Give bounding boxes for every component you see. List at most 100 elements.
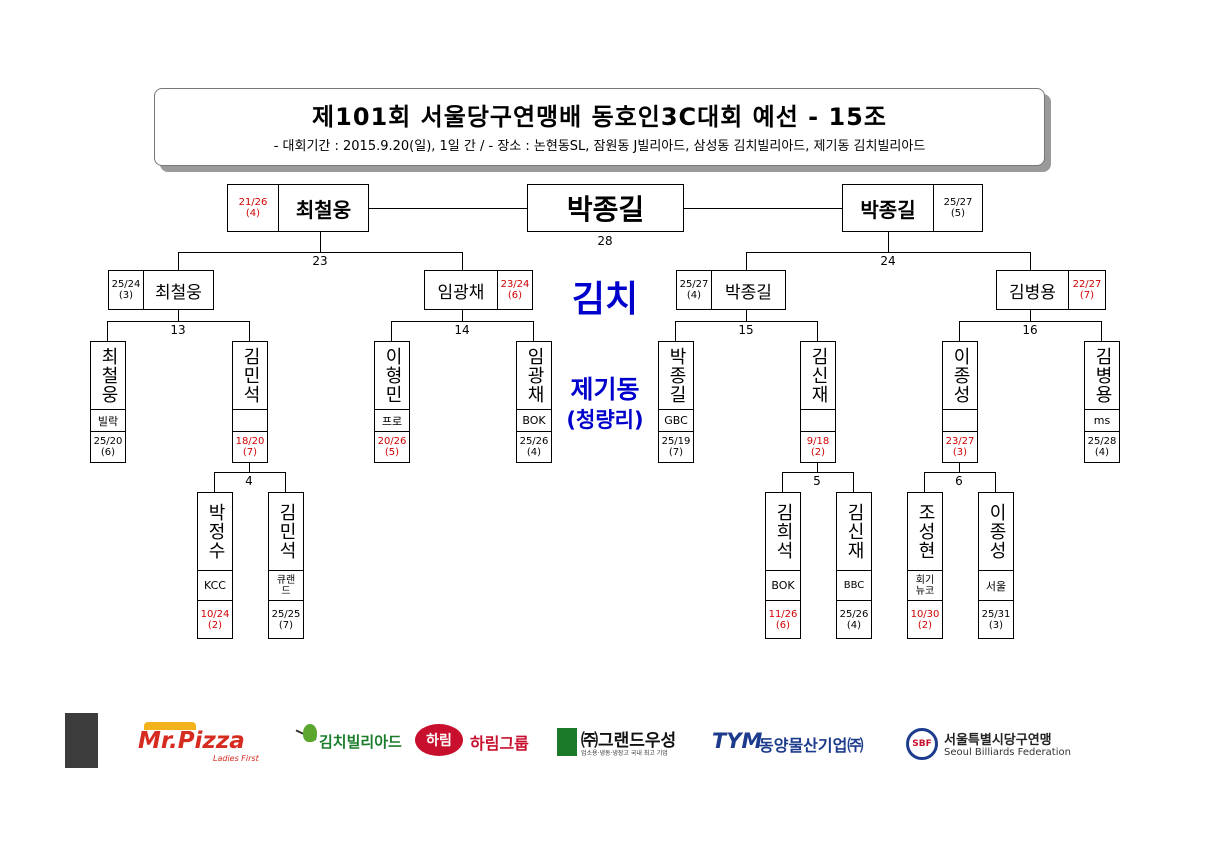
connector xyxy=(462,309,463,321)
score-cell: 25/26 (4) xyxy=(517,431,551,462)
connector xyxy=(746,309,747,321)
connector xyxy=(320,232,321,252)
inning: (4) xyxy=(1094,447,1110,458)
connector xyxy=(214,472,286,473)
mrpizza-text: Mr.Pizza xyxy=(138,728,245,754)
quarter-box: 25/24 (3) 최철웅 xyxy=(108,270,214,310)
sponsor-harim-logo: 하림 하림그룹 xyxy=(415,722,540,762)
player-name: 김민석 xyxy=(240,347,261,404)
score: 11/26 xyxy=(768,608,798,620)
score: 25/31 xyxy=(981,608,1011,620)
inning: (2) xyxy=(917,619,933,631)
club: 서울 xyxy=(979,570,1013,600)
player-name: 이종성 xyxy=(986,503,1007,560)
score-cell: 23/24 (6) xyxy=(498,271,532,309)
connector xyxy=(683,208,843,209)
inning: (5) xyxy=(384,447,400,458)
club: BOK xyxy=(766,570,800,600)
title-box: 제101회 서울당구연맹배 동호인3C대회 예선 - 15조 - 대회기간 : … xyxy=(154,88,1045,166)
match-number: 6 xyxy=(955,474,963,488)
player-name: 이종성 xyxy=(950,347,971,404)
connector xyxy=(853,472,854,492)
score: 9/18 xyxy=(806,436,830,447)
harim-text: 하림그룹 xyxy=(470,734,529,753)
player-box: 이종성 서울 25/31 (3) xyxy=(978,492,1014,639)
match-number: 4 xyxy=(245,474,253,488)
sponsor-grand-logo: ㈜그랜드우성 업소용·냉동·냉장고 국내 최고 기업 xyxy=(557,726,697,762)
connector xyxy=(782,472,854,473)
connector xyxy=(391,321,392,341)
connector xyxy=(746,252,747,270)
score-cell: 23/27 (3) xyxy=(943,431,977,462)
connector xyxy=(675,321,676,341)
sponsor-dongyang-logo: TYM 동양물산기업㈜ xyxy=(712,728,897,760)
score: 25/27 xyxy=(679,279,709,290)
score: 10/24 xyxy=(200,608,230,620)
inning: (2) xyxy=(810,447,826,458)
inning: (7) xyxy=(668,447,684,458)
player-name: 김신재 xyxy=(844,503,865,560)
player-name: 조성현 xyxy=(915,503,936,560)
inning: (7) xyxy=(278,619,294,631)
club: 프로 xyxy=(375,409,409,431)
match-number: 14 xyxy=(454,323,470,337)
sponsor-sbf-logo: SBF 서울특별시당구연맹 Seoul Billiards Federation xyxy=(906,726,1076,764)
connector xyxy=(368,208,528,209)
venue-kimchi: 김치 xyxy=(571,279,639,320)
inning: (4) xyxy=(686,290,702,301)
inning: (4) xyxy=(245,208,261,219)
player-name: 김민석 xyxy=(276,503,297,560)
score: 18/20 xyxy=(235,436,265,447)
score: 25/26 xyxy=(839,608,869,620)
inning: (2) xyxy=(207,619,223,631)
score: 23/24 xyxy=(500,279,530,290)
connector xyxy=(817,321,818,341)
player-name: 이형민 xyxy=(382,347,403,404)
inning: (3) xyxy=(952,447,968,458)
final-winner-name: 박종길 xyxy=(566,193,645,226)
score-cell: 25/26 (4) xyxy=(837,600,871,638)
kimchi-billiards-text: 김치빌리아드 xyxy=(319,733,402,751)
grand-sub: 업소용·냉동·냉장고 국내 최고 기업 xyxy=(581,750,668,757)
player-name: 김병용 xyxy=(1092,347,1113,404)
player-name: 박종길 xyxy=(725,282,772,303)
player-name: 김희석 xyxy=(773,503,794,560)
venue-jegi-sub: (청량리) xyxy=(566,408,644,432)
grand-text: ㈜그랜드우성 xyxy=(581,731,677,751)
sbf-korean: 서울특별시당구연맹 xyxy=(944,733,1052,748)
connector xyxy=(888,232,889,252)
score-cell: 25/28 (4) xyxy=(1085,431,1119,462)
score-cell: 9/18 (2) xyxy=(801,431,835,462)
player-name: 최철웅 xyxy=(155,282,202,303)
score: 25/28 xyxy=(1087,436,1117,447)
score: 25/19 xyxy=(661,436,691,447)
club: GBC xyxy=(659,409,693,431)
score: 10/30 xyxy=(910,608,940,620)
score: 25/26 xyxy=(519,436,549,447)
connector xyxy=(391,321,534,322)
club: 큐랜드 xyxy=(269,570,303,600)
inning: (3) xyxy=(988,619,1004,631)
player-box: 조성현 회기뉴코 10/30 (2) xyxy=(907,492,943,639)
player-box: 김신재 BBC 25/26 (4) xyxy=(836,492,872,639)
connector xyxy=(107,321,250,322)
connector xyxy=(249,321,250,341)
score: 22/27 xyxy=(1072,279,1102,290)
player-box: 박정수 KCC 10/24 (2) xyxy=(197,492,233,639)
match-number: 5 xyxy=(813,474,821,488)
score-cell: 25/25 (7) xyxy=(269,600,303,638)
dongyang-text: 동양물산기업㈜ xyxy=(759,736,864,755)
score-cell: 25/24 (3) xyxy=(109,271,144,309)
sponsor-kimchi-logo: 김치빌리아드 xyxy=(293,722,403,762)
club: 빌락 xyxy=(91,409,125,431)
score-cell: 25/19 (7) xyxy=(659,431,693,462)
connector xyxy=(995,472,996,492)
tym-mark: TYM xyxy=(712,729,763,753)
score: 20/26 xyxy=(377,436,407,447)
quarter-box: 25/27 (4) 박종길 xyxy=(676,270,786,310)
player-name: 최철웅 xyxy=(295,197,352,222)
sponsor-mrpizza-logo: Mr.Pizza Ladies First xyxy=(138,722,273,766)
score-cell: 20/26 (5) xyxy=(375,431,409,462)
semi-right-box: 박종길 25/27 (5) xyxy=(842,184,983,232)
quarter-box: 임광채 23/24 (6) xyxy=(424,270,533,310)
